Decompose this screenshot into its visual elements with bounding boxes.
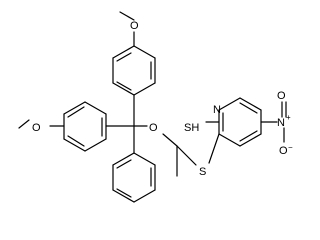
bond-ether-o-to-ch <box>162 133 178 147</box>
label-nitro-o-charge-minus: − <box>288 143 293 152</box>
phenyl-ring <box>112 152 156 203</box>
label-nitro-charge-plus: + <box>286 113 291 122</box>
label-nitro-o-top: O <box>277 90 286 102</box>
left-methoxyphenyl-ring <box>63 101 107 152</box>
structure-diagram: O O O N SH S N + O O − <box>18 11 293 203</box>
label-ring-n: N <box>213 104 221 116</box>
top-methoxyphenyl-ring <box>112 45 156 96</box>
pyridine-ring <box>218 97 262 147</box>
label-nitro-o-bottom: O <box>279 145 288 157</box>
label-methoxy-top-o: O <box>130 20 139 32</box>
top-methyl-bond <box>119 11 135 21</box>
left-methyl-bond <box>18 119 30 129</box>
label-methoxy-left-o: O <box>32 122 41 134</box>
label-thioether-s: S <box>199 166 206 178</box>
bond-ring-to-s <box>208 133 220 164</box>
bond-ch-to-s <box>176 145 197 166</box>
label-thiol-sh: SH <box>184 122 199 134</box>
label-nitro-n: N <box>277 117 285 129</box>
label-ether-o: O <box>149 122 158 134</box>
